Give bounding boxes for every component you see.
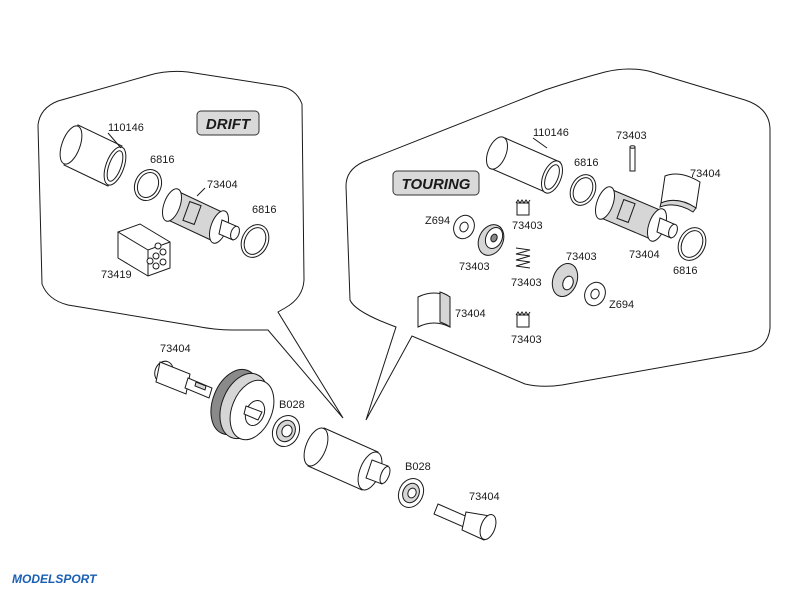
pulley-gear-part [210, 368, 275, 441]
touring-bevel-gear-right-part [551, 263, 579, 297]
diff-housing-part [303, 427, 391, 491]
drift-diff-body-leader [196, 187, 206, 197]
touring-washer-right-part [584, 281, 606, 307]
output-cup-left-label: 73404 [160, 343, 191, 355]
drift-can-leader [107, 132, 122, 149]
output-cup-left-part [154, 360, 213, 399]
touring-oring-small-part [569, 174, 597, 206]
touring-oring-large-label: 6816 [673, 265, 697, 277]
touring-can-part [486, 136, 563, 194]
drift-holder-part [117, 223, 171, 277]
drift-title-box [196, 110, 260, 136]
touring-washer-right-label: Z694 [609, 299, 634, 311]
touring-can-leader [532, 137, 548, 149]
touring-spring-part [515, 247, 531, 269]
touring-diff-body-part [594, 186, 678, 242]
touring-small-gear-bottom-label: 73403 [511, 334, 542, 346]
bearing-right-part [397, 477, 425, 509]
touring-washer-left-part [453, 214, 475, 240]
modelsport-logo: MODELSPORT [12, 572, 98, 586]
touring-washer-left-label: Z694 [425, 215, 450, 227]
drift-title: DRIFT [206, 116, 252, 133]
drift-holder-label: 73419 [101, 269, 132, 281]
drift-diff-body-label: 73404 [207, 179, 238, 191]
drift-oring-large-label: 6816 [252, 204, 276, 216]
touring-small-gear-top-part [515, 199, 531, 216]
touring-bevel-gear-left-label: 73403 [459, 261, 490, 273]
touring-spring-label: 73403 [511, 277, 542, 289]
touring-can-label: 110146 [533, 127, 569, 139]
bearing-right-label: B028 [405, 461, 431, 473]
touring-cover-label: 73404 [690, 168, 721, 180]
touring-diff-body-label: 73404 [629, 249, 660, 261]
touring-bevel-gear-right-label: 73403 [566, 251, 597, 263]
touring-pin-part [629, 145, 636, 172]
bearing-left-part [271, 414, 301, 448]
bearing-left-label: B028 [279, 399, 305, 411]
output-cup-right-part [433, 503, 497, 541]
touring-oring-small-label: 6816 [574, 157, 598, 169]
touring-bevel-gear-left-part [477, 224, 505, 256]
drift-diff-body-part [161, 188, 240, 244]
drift-can-label: 110146 [108, 122, 144, 134]
touring-shim-part [417, 291, 451, 328]
touring-shim-label: 73404 [455, 308, 486, 320]
touring-pin-label: 73403 [616, 130, 647, 142]
touring-small-gear-top-label: 73403 [512, 220, 543, 232]
output-cup-right-label: 73404 [469, 491, 500, 503]
touring-cover-part [659, 173, 701, 213]
touring-callout-bubble [345, 68, 771, 421]
touring-oring-large-part [677, 227, 707, 261]
touring-small-gear-bottom-part [515, 311, 531, 328]
drift-oring-large-part [240, 224, 270, 258]
drift-can-part [59, 124, 127, 187]
touring-title-box [392, 170, 480, 196]
drift-oring-small-part [133, 168, 163, 202]
drift-oring-small-label: 6816 [150, 154, 174, 166]
drift-callout-bubble [37, 70, 344, 419]
touring-title: TOURING [402, 176, 471, 193]
